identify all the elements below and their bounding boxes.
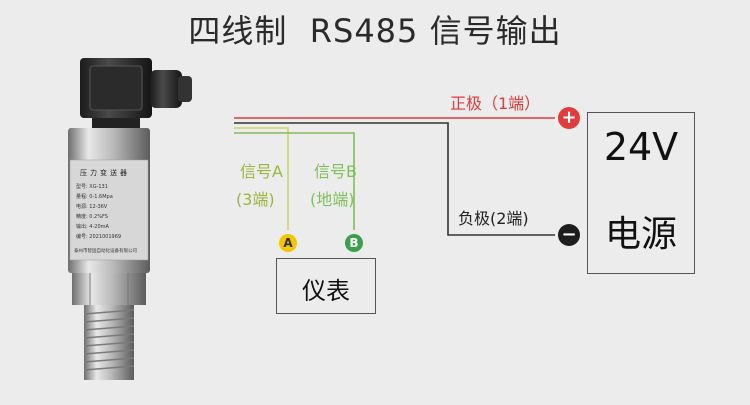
- transmitter-maker: 泰州市智固自动化设备有限公司: [74, 249, 137, 254]
- power-supply-voltage: 24V: [603, 125, 679, 169]
- terminal-b-marker: B: [345, 234, 363, 252]
- spec-line: 编号: 2021001969: [76, 234, 122, 240]
- signal-b-terminal: (地端): [310, 190, 355, 209]
- spec-line: 精度: 0.2%FS: [76, 214, 108, 220]
- power-supply-name: 电源: [604, 214, 677, 255]
- signal-a-wire: [234, 127, 289, 230]
- negative-wire: [234, 122, 555, 236]
- diagram-title: 四线制 RS485 信号输出: [188, 12, 562, 50]
- signal-b-wire: [234, 132, 355, 230]
- positive-label: 正极（1端）: [450, 94, 541, 113]
- signal-a-label: 信号A: [240, 162, 283, 181]
- spec-line: 电源: 12-36V: [76, 204, 108, 210]
- instrument-name: 仪表: [302, 277, 350, 305]
- transmitter-connector: [80, 58, 192, 128]
- spec-line: 型号: XG-131: [76, 184, 108, 190]
- spec-line: 量程: 0-1.6Mpa: [76, 194, 113, 200]
- spec-line: 输出: 4-20mA: [76, 224, 109, 230]
- transmitter-spec-list: 型号: XG-131 量程: 0-1.6Mpa 电源: 12-36V 精度: 0…: [76, 182, 146, 242]
- signal-a-terminal: (3端): [236, 190, 275, 209]
- terminal-a-marker: A: [279, 234, 297, 252]
- negative-terminal-icon: −: [558, 224, 580, 246]
- instrument-box: 仪表: [276, 258, 376, 314]
- transmitter-body: [68, 128, 150, 273]
- positive-terminal-icon: +: [558, 107, 580, 129]
- transmitter-name: 压力变送器: [80, 169, 130, 177]
- signal-b-label: 信号B: [314, 162, 357, 181]
- transmitter-fitting: [72, 273, 146, 380]
- negative-label: 负极(2端): [458, 209, 529, 228]
- power-supply-box: 24V 电源: [587, 112, 695, 274]
